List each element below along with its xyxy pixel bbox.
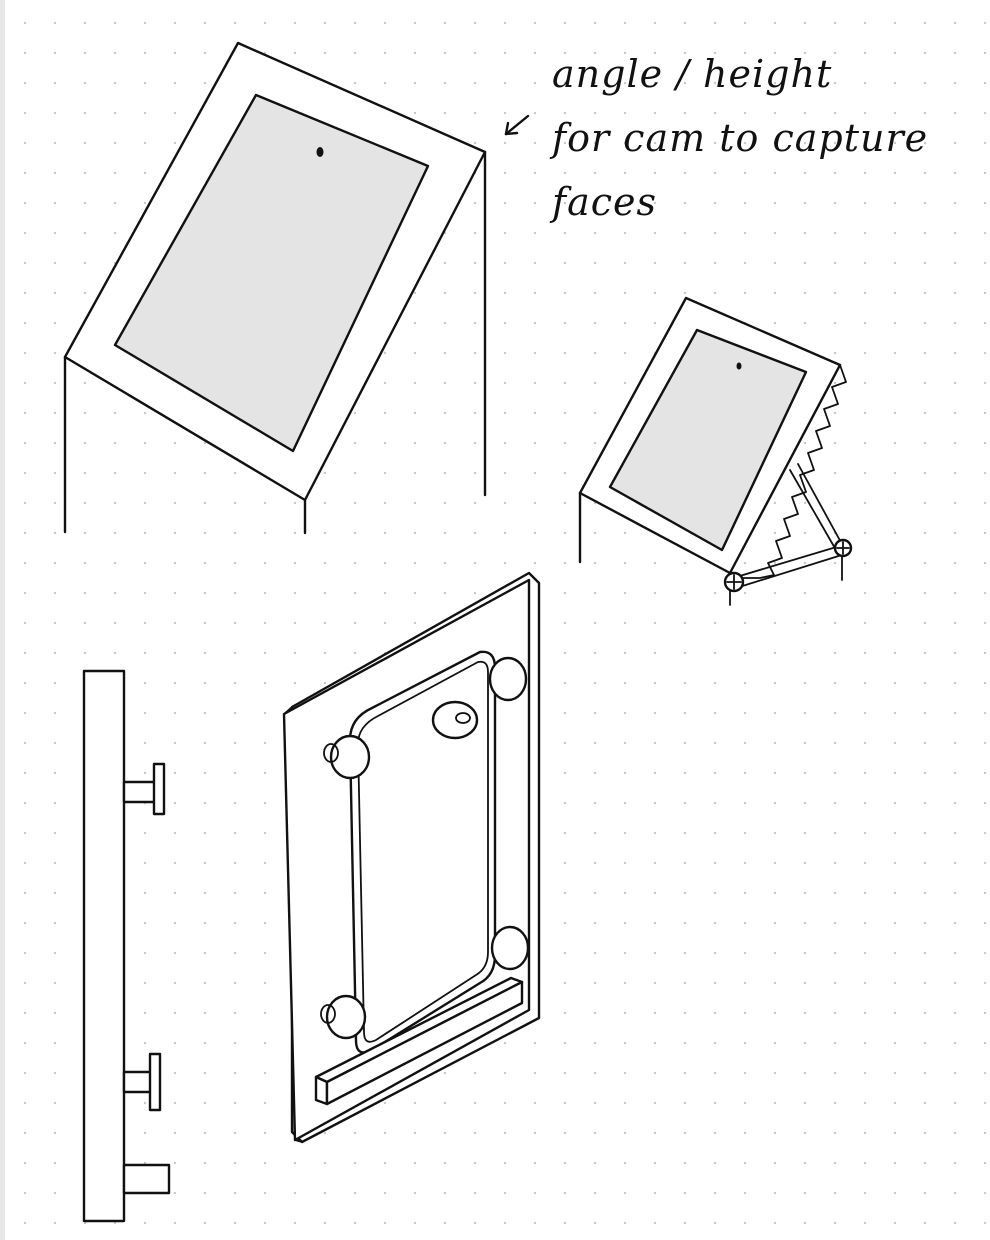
bracket-side-ledge — [122, 1163, 171, 1195]
kiosk-small-strut-2 — [789, 469, 837, 551]
annotation-arrow — [504, 114, 530, 136]
kiosk-small-screen — [608, 328, 808, 552]
annotation-line-2: for cam to capture — [552, 116, 929, 160]
kiosk-small-strut-4 — [735, 553, 846, 589]
kiosk-small — [578, 296, 853, 606]
kiosk-large-screen — [113, 93, 430, 453]
annotation-line-1: angle / height — [552, 52, 833, 96]
mount-clamp-top-left — [329, 734, 371, 780]
mount-clamp-top-right — [488, 656, 528, 702]
kiosk-small-camera — [736, 362, 742, 370]
page-edge — [0, 0, 5, 1240]
kiosk-small-hinge — [739, 364, 847, 579]
annotation-line-3: faces — [552, 180, 657, 224]
kiosk-large-camera — [316, 147, 324, 157]
bracket-side-knob-bottom-stem — [122, 1070, 154, 1094]
mount-ledge-side — [325, 980, 524, 1106]
bracket-side-knob-top-head — [152, 762, 166, 816]
kiosk-small-strut-1 — [797, 463, 844, 547]
kiosk-small-strut-3 — [732, 544, 844, 579]
bracket-side-knob-top-stem — [122, 780, 158, 804]
mount-phone-body — [348, 650, 497, 1054]
annotation-note: angle / height for cam to capture faces — [552, 42, 972, 234]
mount-clamp-bottom-right — [490, 925, 530, 971]
mount-phone-inner-edge — [357, 660, 489, 1043]
mount-ledge-front — [314, 1075, 329, 1106]
kiosk-large — [63, 41, 487, 535]
mount-phone-camera — [431, 700, 479, 740]
bracket-side-knob-bottom-head — [148, 1052, 162, 1112]
mount-clamp-bottom-left — [325, 994, 367, 1040]
mount-board — [282, 571, 541, 1144]
bracket-side-plate — [82, 669, 126, 1223]
bracket-side-view — [82, 669, 171, 1223]
